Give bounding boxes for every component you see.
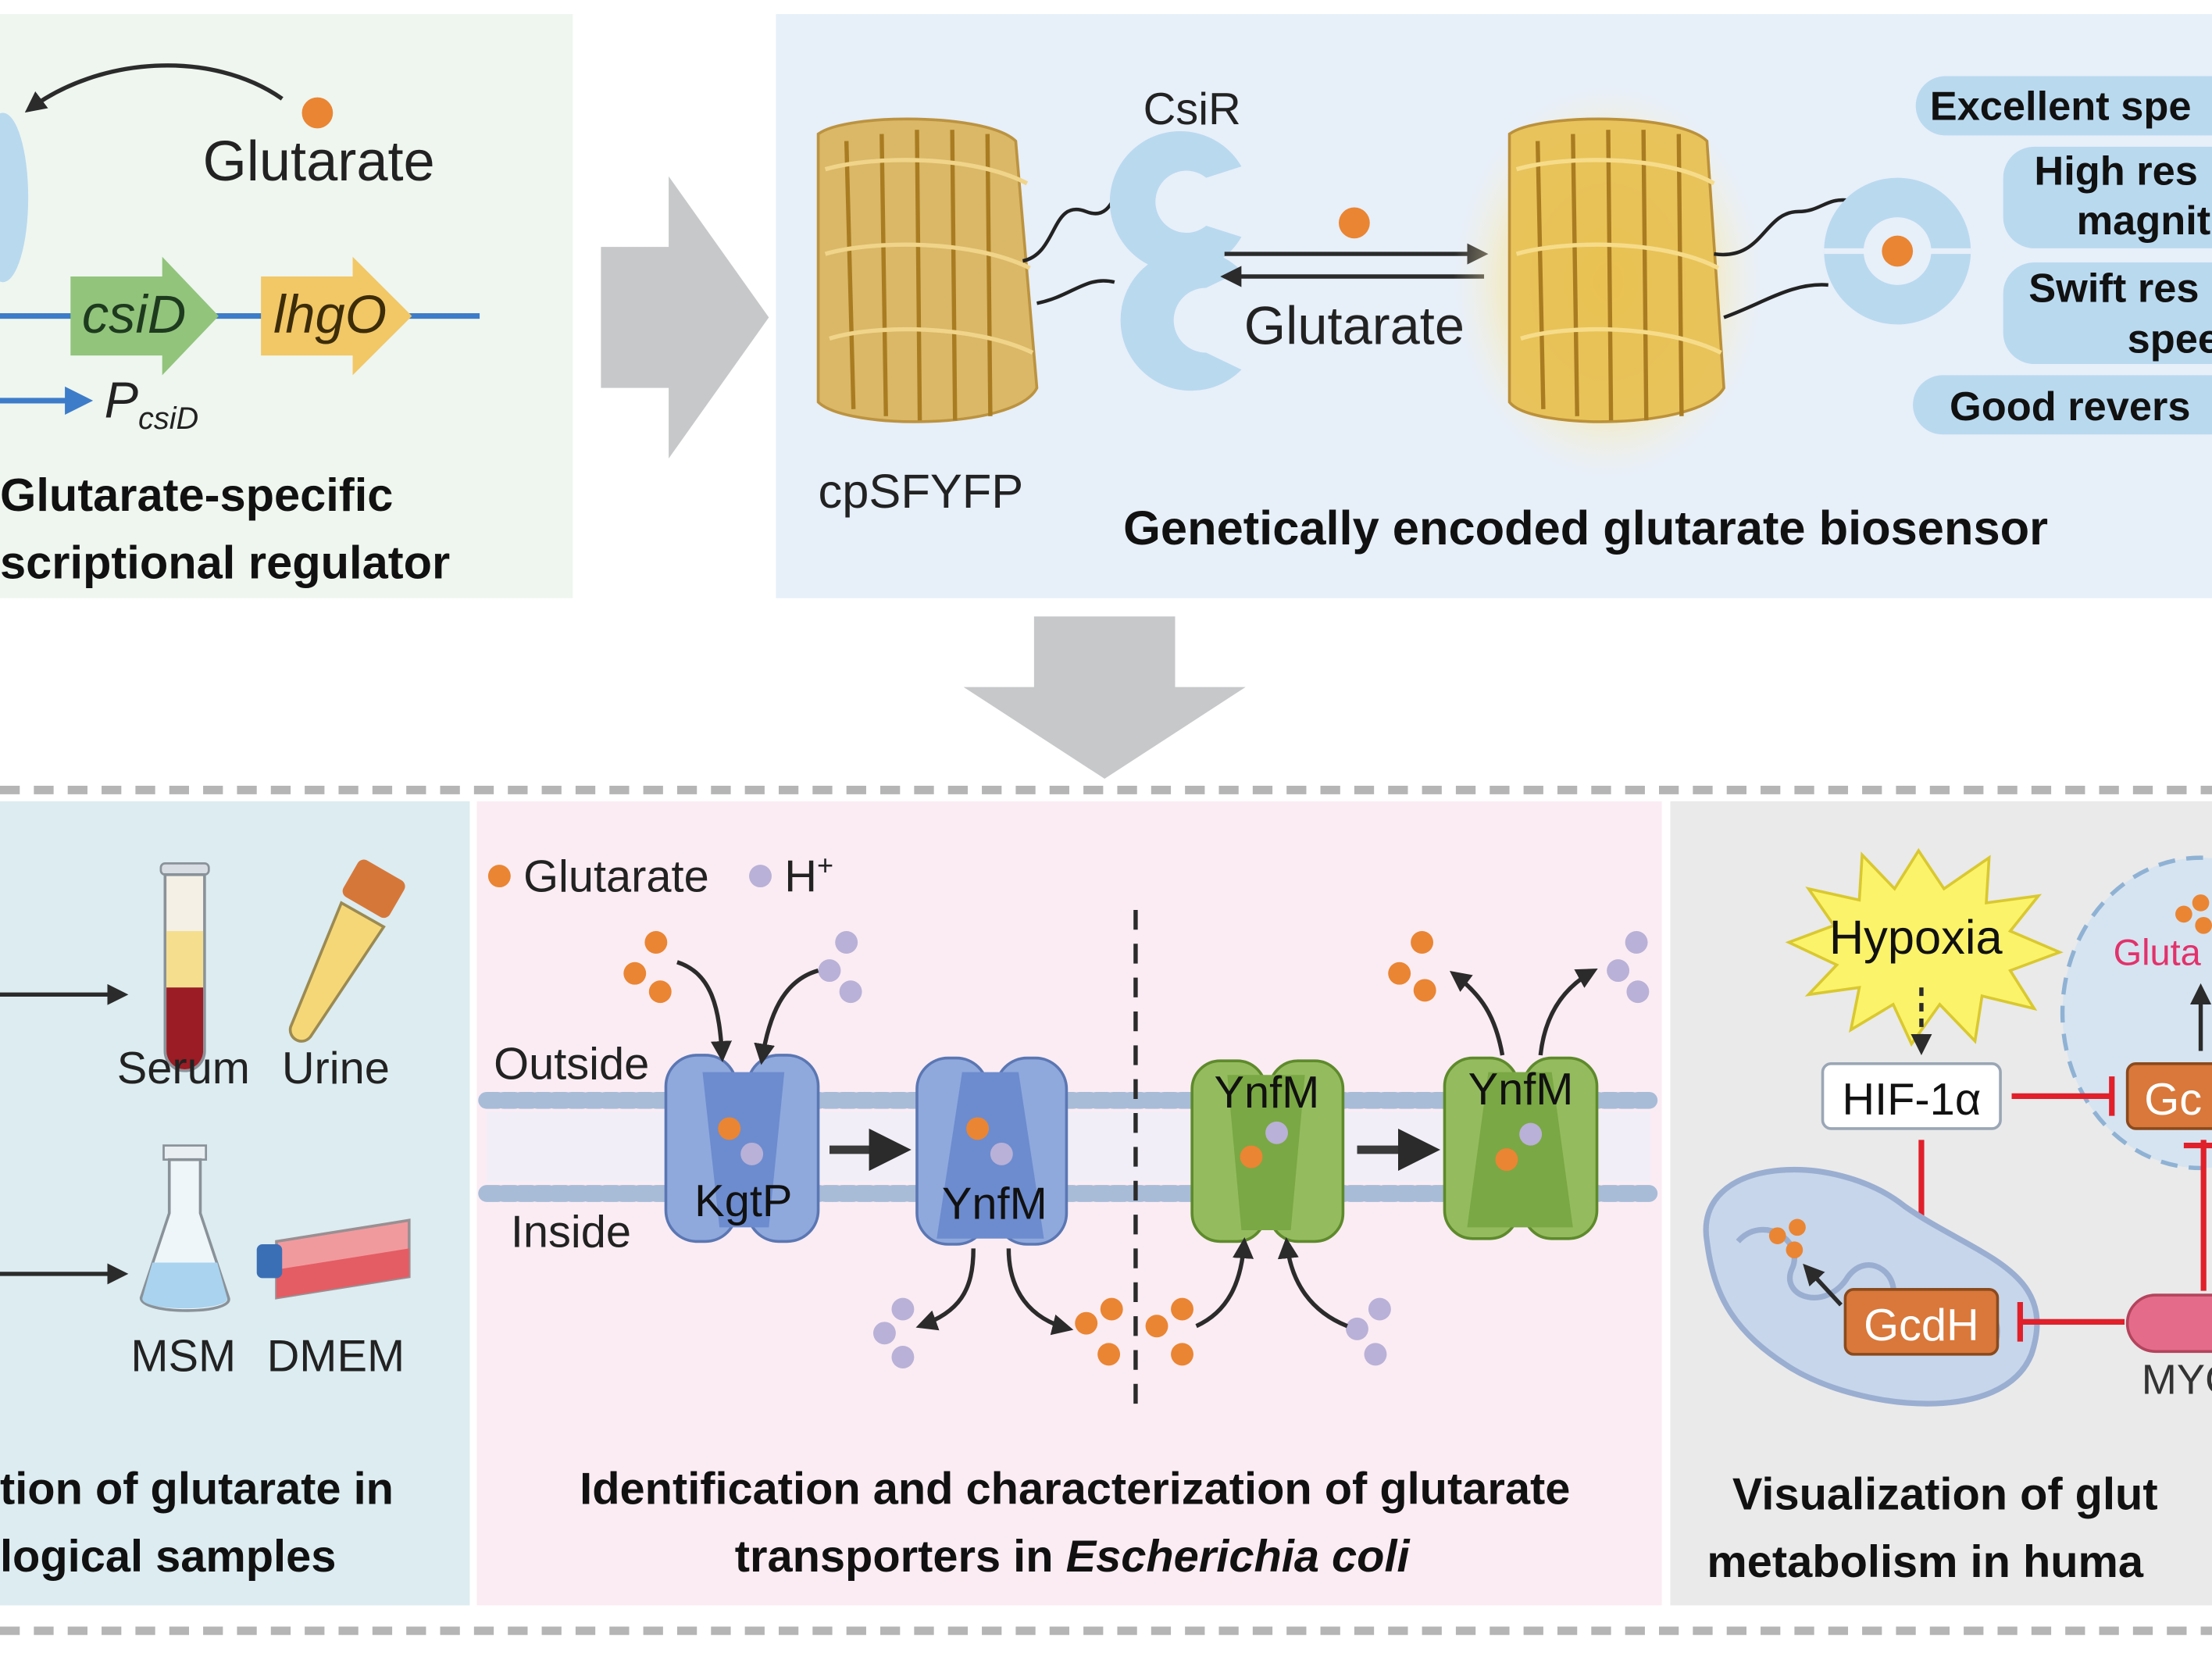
mito-glutarate-dot-1 [1768,1227,1786,1244]
panel-human-cells-title-line2: metabolism in huma [1707,1537,2144,1587]
feature-specificity: Excellent spe [1930,84,2192,130]
glutarate-molecule [301,97,334,129]
glutarate-molecule-2 [1339,207,1370,239]
panel-transporters-title-species: Escherichia coli [1066,1532,1411,1582]
myc-pill [2125,1293,2212,1354]
legend-proton-text: H [784,851,817,901]
hif1a-box [1821,1062,2002,1130]
linker-bottom-right [1723,283,1828,319]
msm-label: MSM [130,1332,236,1382]
legend-proton-label: H+ [784,849,833,902]
gcdh-box-top [2125,1062,2212,1130]
incoming-molecules-ynfm [1145,1236,1391,1366]
csir-label: CsiR [1143,84,1241,134]
urine-label: Urine [282,1044,390,1094]
panel-transporters-title-line2: transporters in Escherichia coli [735,1532,1411,1582]
cpsfyfp-label: cpSFYFP [819,465,1024,519]
panel-human-cells: Hypoxia HIF-1α Gluta Gc GcdH [1670,801,2212,1606]
vesicle-glutarate-label: Gluta [2114,931,2202,972]
cpsfyfp-protein-right [1507,117,1725,423]
vesicle-glutarate-dot-2 [2195,916,2212,934]
linker-top-right [1714,198,1849,257]
panel-regulator: Glutarate csiD lhgO PcsiD Glutarate-spec… [0,14,573,598]
gene-lhgo-arrow [261,256,412,376]
mito-glutarate-dot-2 [1786,1241,1803,1259]
panel-samples-bg [0,801,470,1606]
glutarate-label-2: Glutarate [1244,296,1465,356]
msm-flask-icon [139,1144,230,1312]
promoter-main: P [105,372,138,429]
csir-domain-top [1109,130,1242,273]
inside-label: Inside [511,1208,631,1258]
ynfm-label-1: YnfM [1214,1068,1319,1118]
ynfm-transporter-2 [1443,1056,1599,1240]
feature-speed-line2: spee [2128,317,2212,362]
csir-partial-shape [0,112,29,283]
serum-label: Serum [117,1044,250,1094]
feature-magnitude-line1: High res [2034,149,2198,194]
promoter-sub: csiD [138,401,198,436]
myc-label: MYC [2142,1356,2212,1403]
panel-biosensor: cpSFYFP CsiR Glutarate Excellent spe Hig… [776,14,2212,598]
hif1a-label: HIF-1α [1842,1075,1981,1125]
legend-glutarate-dot [487,865,511,888]
gene-csid-label: csiD [82,284,186,344]
incoming-molecules-kgtp [623,931,862,1065]
feature-magnitude-line2: magnit [2077,198,2211,244]
panel-samples: Serum Urine MSM DMEM tion of glutarate i… [0,801,470,1606]
feature-pill-1 [1915,76,2212,136]
gene-csid-arrow [70,256,219,376]
feature-pill-4 [1913,375,2212,435]
panel-regulator-title-line2: scriptional regulator [0,537,450,589]
feature-pill-2 [2003,146,2212,248]
glutarate-label: Glutarate [203,130,435,193]
linker-bottom-left [1036,279,1115,305]
vesicle-glutarate-dot-1 [2175,905,2192,923]
panel-samples-title-line2: logical samples [0,1532,336,1582]
hypoxia-label: Hypoxia [1829,911,2003,965]
promoter-label: PcsiD [105,372,199,436]
urine-tube-icon [288,859,405,1043]
panel-biosensor-title: Genetically encoded glutarate biosensor [1123,501,2048,555]
mito-glutarate-dot-3 [1789,1218,1806,1236]
gcdh-label-mito: GcdH [1864,1300,1979,1350]
ynfm-transporter-1 [1190,1059,1345,1243]
panel-transporters-title-line1: Identification and characterization of g… [580,1464,1570,1514]
binding-arrow [24,63,284,113]
gcdh-to-mito-glutarate-arrow [1803,1263,1843,1307]
ynfm-label-2: YnfM [1468,1065,1574,1115]
gcdh-label-top: Gc [2144,1075,2202,1125]
cpsfyfp-protein-left [816,117,1039,423]
released-molecules-kgtp [872,1248,1123,1368]
bound-glutarate [1882,235,1914,267]
flow-arrow-right [601,176,769,458]
panel-human-cells-title-line1: Visualization of glut [1732,1470,2158,1520]
kgtp-transporter-2 [915,1056,1069,1246]
kgtp-label-2: YnfM [942,1179,1047,1229]
dmem-label: DMEM [267,1332,405,1382]
legend-proton-sup: + [817,849,833,881]
vesicle-glutarate-dot-3 [2192,894,2210,912]
panel-transporters: Glutarate H+ Outside Inside KgtP [476,801,1662,1606]
gcdh-box-mito [1843,1287,2000,1356]
flow-arrow-down [963,616,1246,779]
released-molecules-ynfm [1388,931,1650,1056]
feature-speed-line1: Swift res [2028,266,2199,312]
legend-glutarate-label: Glutarate [523,851,709,901]
panel-transporters-title-prefix: transporters in [735,1532,1066,1582]
kgtp-label-1: KgtP [694,1176,792,1226]
outside-label: Outside [494,1040,649,1090]
panel-samples-title-line1: tion of glutarate in [0,1464,394,1514]
panel-regulator-title-line1: Glutarate-specific [0,469,393,521]
feature-reversibility: Good revers [1950,384,2190,430]
gene-lhgo-label: lhgO [273,284,387,344]
dmem-flask-icon [256,1218,411,1300]
csir-domain-bottom [1120,249,1242,391]
feature-pill-3 [2003,262,2212,364]
kgtp-transporter-1 [664,1054,820,1243]
legend-proton-dot [749,865,772,888]
serum-tube-icon [159,862,210,1072]
